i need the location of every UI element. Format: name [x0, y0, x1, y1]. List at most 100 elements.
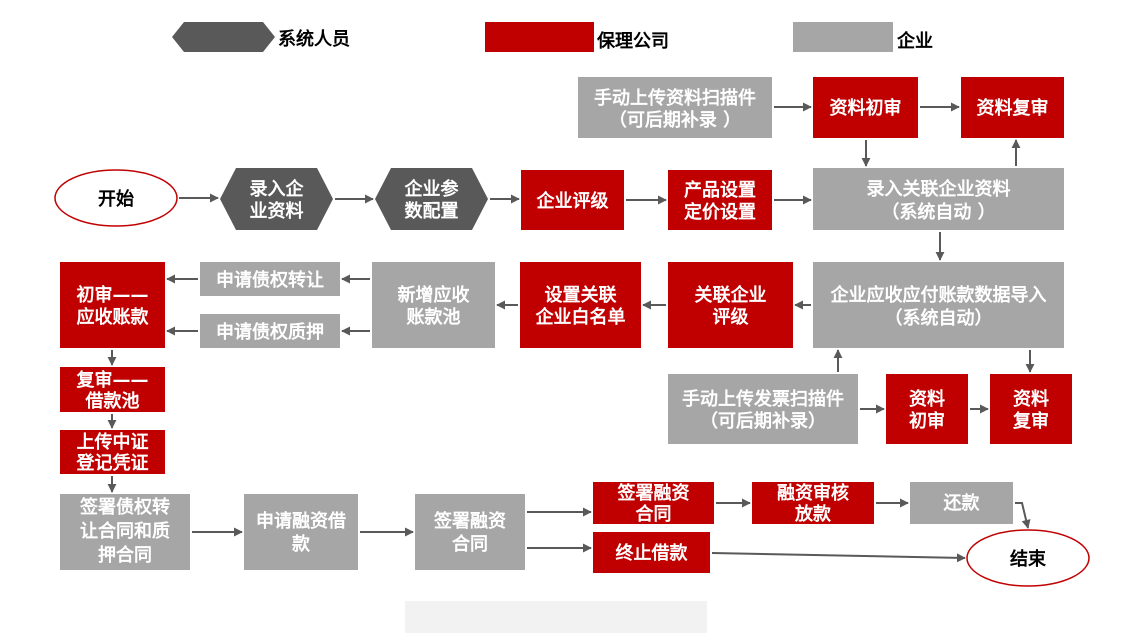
node-label-line-1: 产品设置: [684, 179, 756, 201]
node-label-line-2: 合同: [452, 533, 488, 555]
node-label-line-3: 押合同: [98, 544, 152, 566]
node-label-line-1: 资料: [909, 388, 945, 410]
node-label-line-2: 初审: [909, 410, 945, 432]
node-shape: [60, 262, 165, 348]
node-shape: [60, 367, 165, 412]
node-label-line-1: 签署融资: [617, 482, 690, 504]
node-company-param-config: 企业参 数配置: [375, 168, 488, 230]
node-label: 申请债权质押: [216, 321, 324, 343]
node-receivables-payables-import: 企业应收应付账款数据导入 （系统自动）: [813, 262, 1064, 348]
node-label-line-1: 手动上传发票扫描件: [682, 388, 844, 410]
node-label-line-2: 账款池: [407, 306, 461, 328]
node-label-line-2: 让合同和质: [80, 520, 170, 542]
node-shape: [886, 374, 968, 444]
legend-swatch-factoring-company: [485, 22, 594, 52]
node-label-line-1: 关联企业: [695, 284, 767, 306]
node-label-line-2: 业资料: [250, 200, 304, 222]
node-shape: [200, 262, 340, 296]
node-label-line-1: 上传中证: [77, 431, 149, 453]
node-label-line-2: 合同: [636, 503, 672, 525]
node-label-line-2: （可后期补录）: [700, 410, 826, 432]
node-label-line-1: 设置关联: [545, 284, 617, 306]
node-label-line-1: 录入企: [250, 178, 305, 200]
node-label-line-2: 数配置: [405, 200, 459, 222]
node-start: 开始: [54, 169, 178, 227]
node-shape: [220, 168, 333, 230]
node-shape: [813, 77, 918, 138]
node-label-line-2: 款: [292, 533, 311, 555]
node-shape: [910, 482, 1013, 524]
node-enter-company-info: 录入企 业资料: [220, 168, 333, 230]
node-shape: [668, 374, 858, 444]
node-label-line-1: 资料: [1013, 388, 1049, 410]
node-shape: [60, 494, 190, 570]
node-label-line-2: （系统自动）: [885, 307, 993, 329]
node-label: 企业评级: [536, 190, 610, 212]
node-label-line-1: 录入关联企业资料: [867, 178, 1011, 200]
node-label-line-1: 签署融资: [433, 510, 506, 532]
footer-bar: [405, 601, 707, 633]
node-first-review-receivables: 初审—— 应收账款: [60, 262, 165, 348]
node-shape: [60, 430, 165, 474]
node-label-line-2: 放款: [794, 503, 832, 525]
legend-swatch-enterprise: [793, 22, 893, 52]
node-label-line-1: 企业应收应付账款数据导入: [830, 284, 1047, 306]
node-product-pricing-setup: 产品设置 定价设置: [668, 170, 772, 230]
node-apply-claim-transfer: 申请债权转让: [200, 262, 340, 296]
node-label-line-1: 企业参: [404, 178, 460, 200]
node-shape: [966, 529, 1090, 587]
node-label-line-1: 新增应收: [398, 284, 470, 306]
legend-label-staff: 系统人员: [278, 28, 350, 50]
legend: 系统人员 保理公司 企业: [172, 22, 933, 52]
node-label: 资料复审: [977, 97, 1049, 119]
node-shape: [593, 482, 714, 524]
node-label-line-1: 手动上传资料扫描件: [594, 87, 756, 109]
node-label-line-2: 登记凭证: [76, 452, 149, 474]
arrow-terminate-to-end: [711, 552, 966, 563]
node-repayment: 还款: [910, 482, 1013, 524]
node-label-line-1: 融资审核: [777, 482, 849, 504]
node-company-rating: 企业评级: [521, 170, 624, 230]
node-label-line-1: 签署债权转: [79, 496, 170, 518]
node-document-second-review: 资料复审: [961, 77, 1064, 138]
node-label-line-2: 复审: [1012, 410, 1049, 432]
nodes: 手动上传资料扫描件 （可后期补录 ） 资料初审 资料复审 开始 录入企 业资料 …: [54, 77, 1090, 587]
node-label: 资料初审: [830, 97, 902, 119]
node-shape: [244, 494, 358, 570]
node-invoice-second-review: 资料 复审: [990, 374, 1072, 444]
node-sign-financing-contract-enterprise: 签署融资 合同: [415, 494, 525, 570]
node-shape: [578, 77, 772, 138]
node-shape: [375, 168, 488, 230]
node-shape: [961, 77, 1064, 138]
connectors: [107, 102, 1035, 563]
node-upload-invoice-scans: 手动上传发票扫描件 （可后期补录）: [668, 374, 858, 444]
node-document-first-review: 资料初审: [813, 77, 918, 138]
node-shape: [372, 262, 495, 348]
node-shape: [593, 532, 710, 573]
node-label: 结束: [1010, 548, 1047, 570]
node-label-line-2: 定价设置: [684, 201, 756, 223]
node-terminate-loan: 终止借款: [593, 532, 710, 573]
legend-label-enterprise: 企业: [896, 30, 933, 52]
legend-swatch-staff: [172, 22, 275, 52]
node-shape: [813, 168, 1064, 230]
legend-item-factoring-company: 保理公司: [485, 22, 669, 52]
node-label: 终止借款: [616, 542, 689, 564]
node-shape: [415, 494, 525, 570]
node-shape: [200, 314, 340, 348]
node-label: 申请债权转让: [216, 269, 324, 291]
node-label-line-1: 申请融资借: [256, 510, 346, 532]
node-apply-claim-pledge: 申请债权质押: [200, 314, 340, 348]
node-label-line-2: （可后期补录 ）: [609, 109, 741, 131]
legend-item-enterprise: 企业: [793, 22, 933, 52]
node-label-line-2: 评级: [713, 306, 750, 328]
node-shape: [521, 170, 624, 230]
node-sign-financing-contract-factor: 签署融资 合同: [593, 482, 714, 525]
node-label-line-2: 应收账款: [77, 306, 150, 328]
node-label: 还款: [943, 492, 981, 514]
legend-label-factoring-company: 保理公司: [596, 30, 669, 52]
node-label-line-1: 复审——: [76, 369, 149, 391]
node-label-line-2: 企业白名单: [535, 306, 626, 328]
node-shape: [990, 374, 1072, 444]
